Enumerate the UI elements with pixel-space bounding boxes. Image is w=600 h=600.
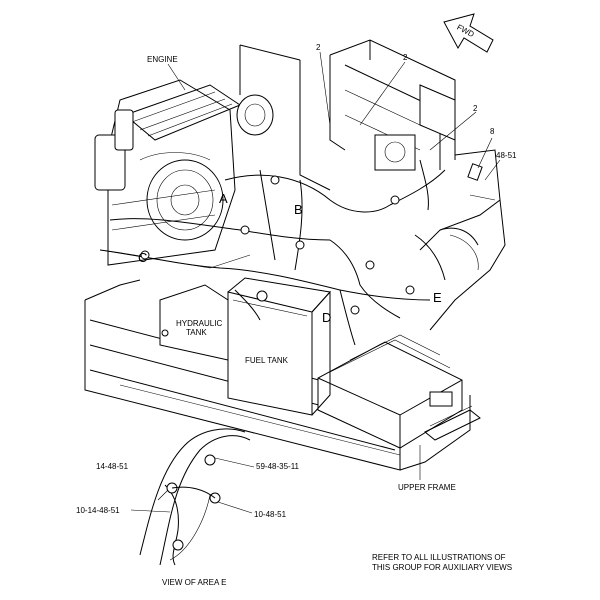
detail-view-area-e bbox=[139, 428, 251, 566]
cab-frame bbox=[239, 39, 456, 191]
area-b-label: B bbox=[294, 202, 303, 217]
detail-view-title: VIEW OF AREA E bbox=[162, 578, 226, 587]
hydraulic-tank-label-line2: TANK bbox=[186, 328, 207, 337]
callout-2c: 2 bbox=[473, 104, 478, 113]
fwd-arrow-icon: FWD bbox=[443, 13, 494, 53]
wiring-harness bbox=[99, 152, 483, 346]
engine-block bbox=[94, 79, 274, 269]
battery-box bbox=[317, 334, 481, 449]
upper-frame-label: UPPER FRAME bbox=[398, 483, 456, 492]
detail-ref-10-48-51: 10-48-51 bbox=[254, 510, 287, 519]
detail-ref-10-14-48-51: 10-14-48-51 bbox=[76, 506, 120, 515]
callout-2b: 2 bbox=[403, 53, 408, 62]
fuel-tank-label: FUEL TANK bbox=[245, 356, 289, 365]
area-e-label: E bbox=[433, 290, 442, 305]
engine-label: ENGINE bbox=[147, 55, 178, 64]
ref-48-51: 48-51 bbox=[496, 151, 517, 160]
fuel-tank bbox=[227, 277, 331, 416]
area-c-label: C bbox=[138, 250, 147, 265]
note-line-2: THIS GROUP FOR AUXILIARY VIEWS bbox=[372, 563, 512, 572]
note-line-1: REFER TO ALL ILLUSTRATIONS OF bbox=[372, 553, 506, 562]
hydraulic-tank-label-line1: HYDRAULIC bbox=[176, 319, 222, 328]
area-a-label: A bbox=[219, 191, 228, 206]
callout-8: 8 bbox=[490, 127, 495, 136]
callout-2a: 2 bbox=[316, 43, 321, 52]
leader-lines bbox=[130, 51, 501, 514]
hydraulic-tank bbox=[159, 284, 229, 361]
area-d-label: D bbox=[322, 310, 331, 325]
detail-ref-14-48-51: 14-48-51 bbox=[96, 462, 129, 471]
detail-ref-59-48-35-11: 59-48-35-11 bbox=[256, 462, 300, 471]
upper-frame-outline bbox=[84, 149, 506, 471]
